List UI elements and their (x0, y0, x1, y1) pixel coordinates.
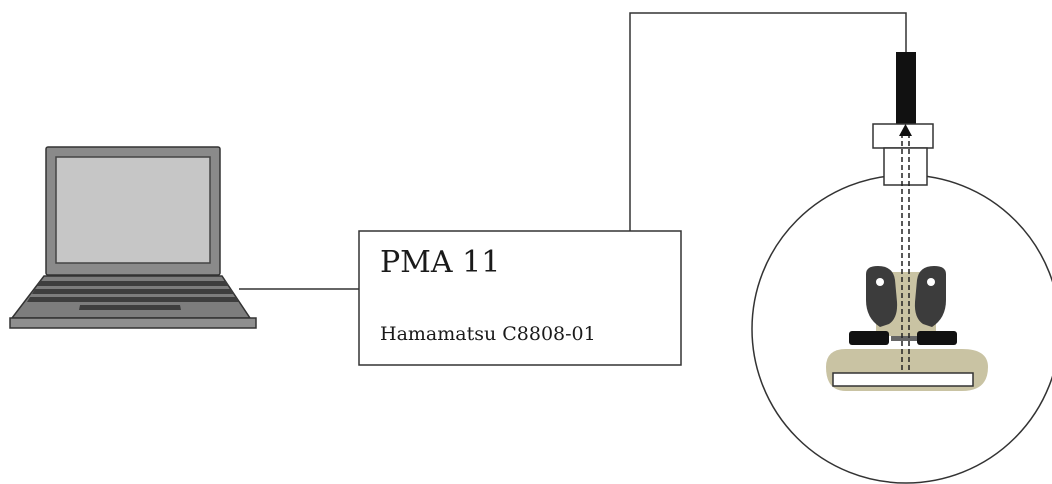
optical-path-arrow (899, 124, 912, 370)
sample-holder (826, 266, 988, 391)
optical-fiber-line (629, 12, 907, 231)
instrument-box: PMA 11 Hamamatsu C8808-01 (358, 230, 682, 366)
instrument-subtitle: Hamamatsu C8808-01 (380, 323, 596, 345)
instrument-title: PMA 11 (380, 245, 500, 280)
fiber-connector (872, 52, 934, 186)
laptop-icon (9, 146, 257, 329)
